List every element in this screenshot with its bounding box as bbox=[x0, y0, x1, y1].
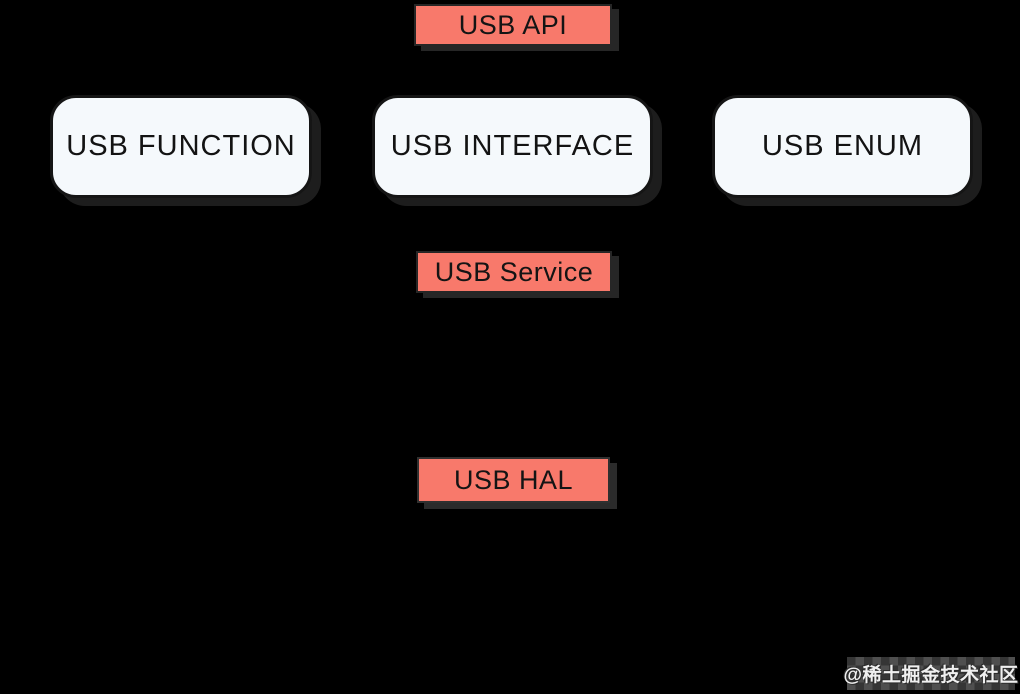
node-usb-interface: USB INTERFACE bbox=[372, 95, 653, 198]
node-usb-enum: USB ENUM bbox=[712, 95, 973, 198]
layer-label-usb-api: USB API bbox=[414, 4, 612, 46]
layer-label-usb-hal: USB HAL bbox=[417, 457, 610, 503]
node-usb-function: USB FUNCTION bbox=[50, 95, 312, 198]
juejin-watermark: @稀土掘金技术社区 bbox=[843, 657, 1018, 690]
layer-label-usb-service: USB Service bbox=[416, 251, 612, 293]
